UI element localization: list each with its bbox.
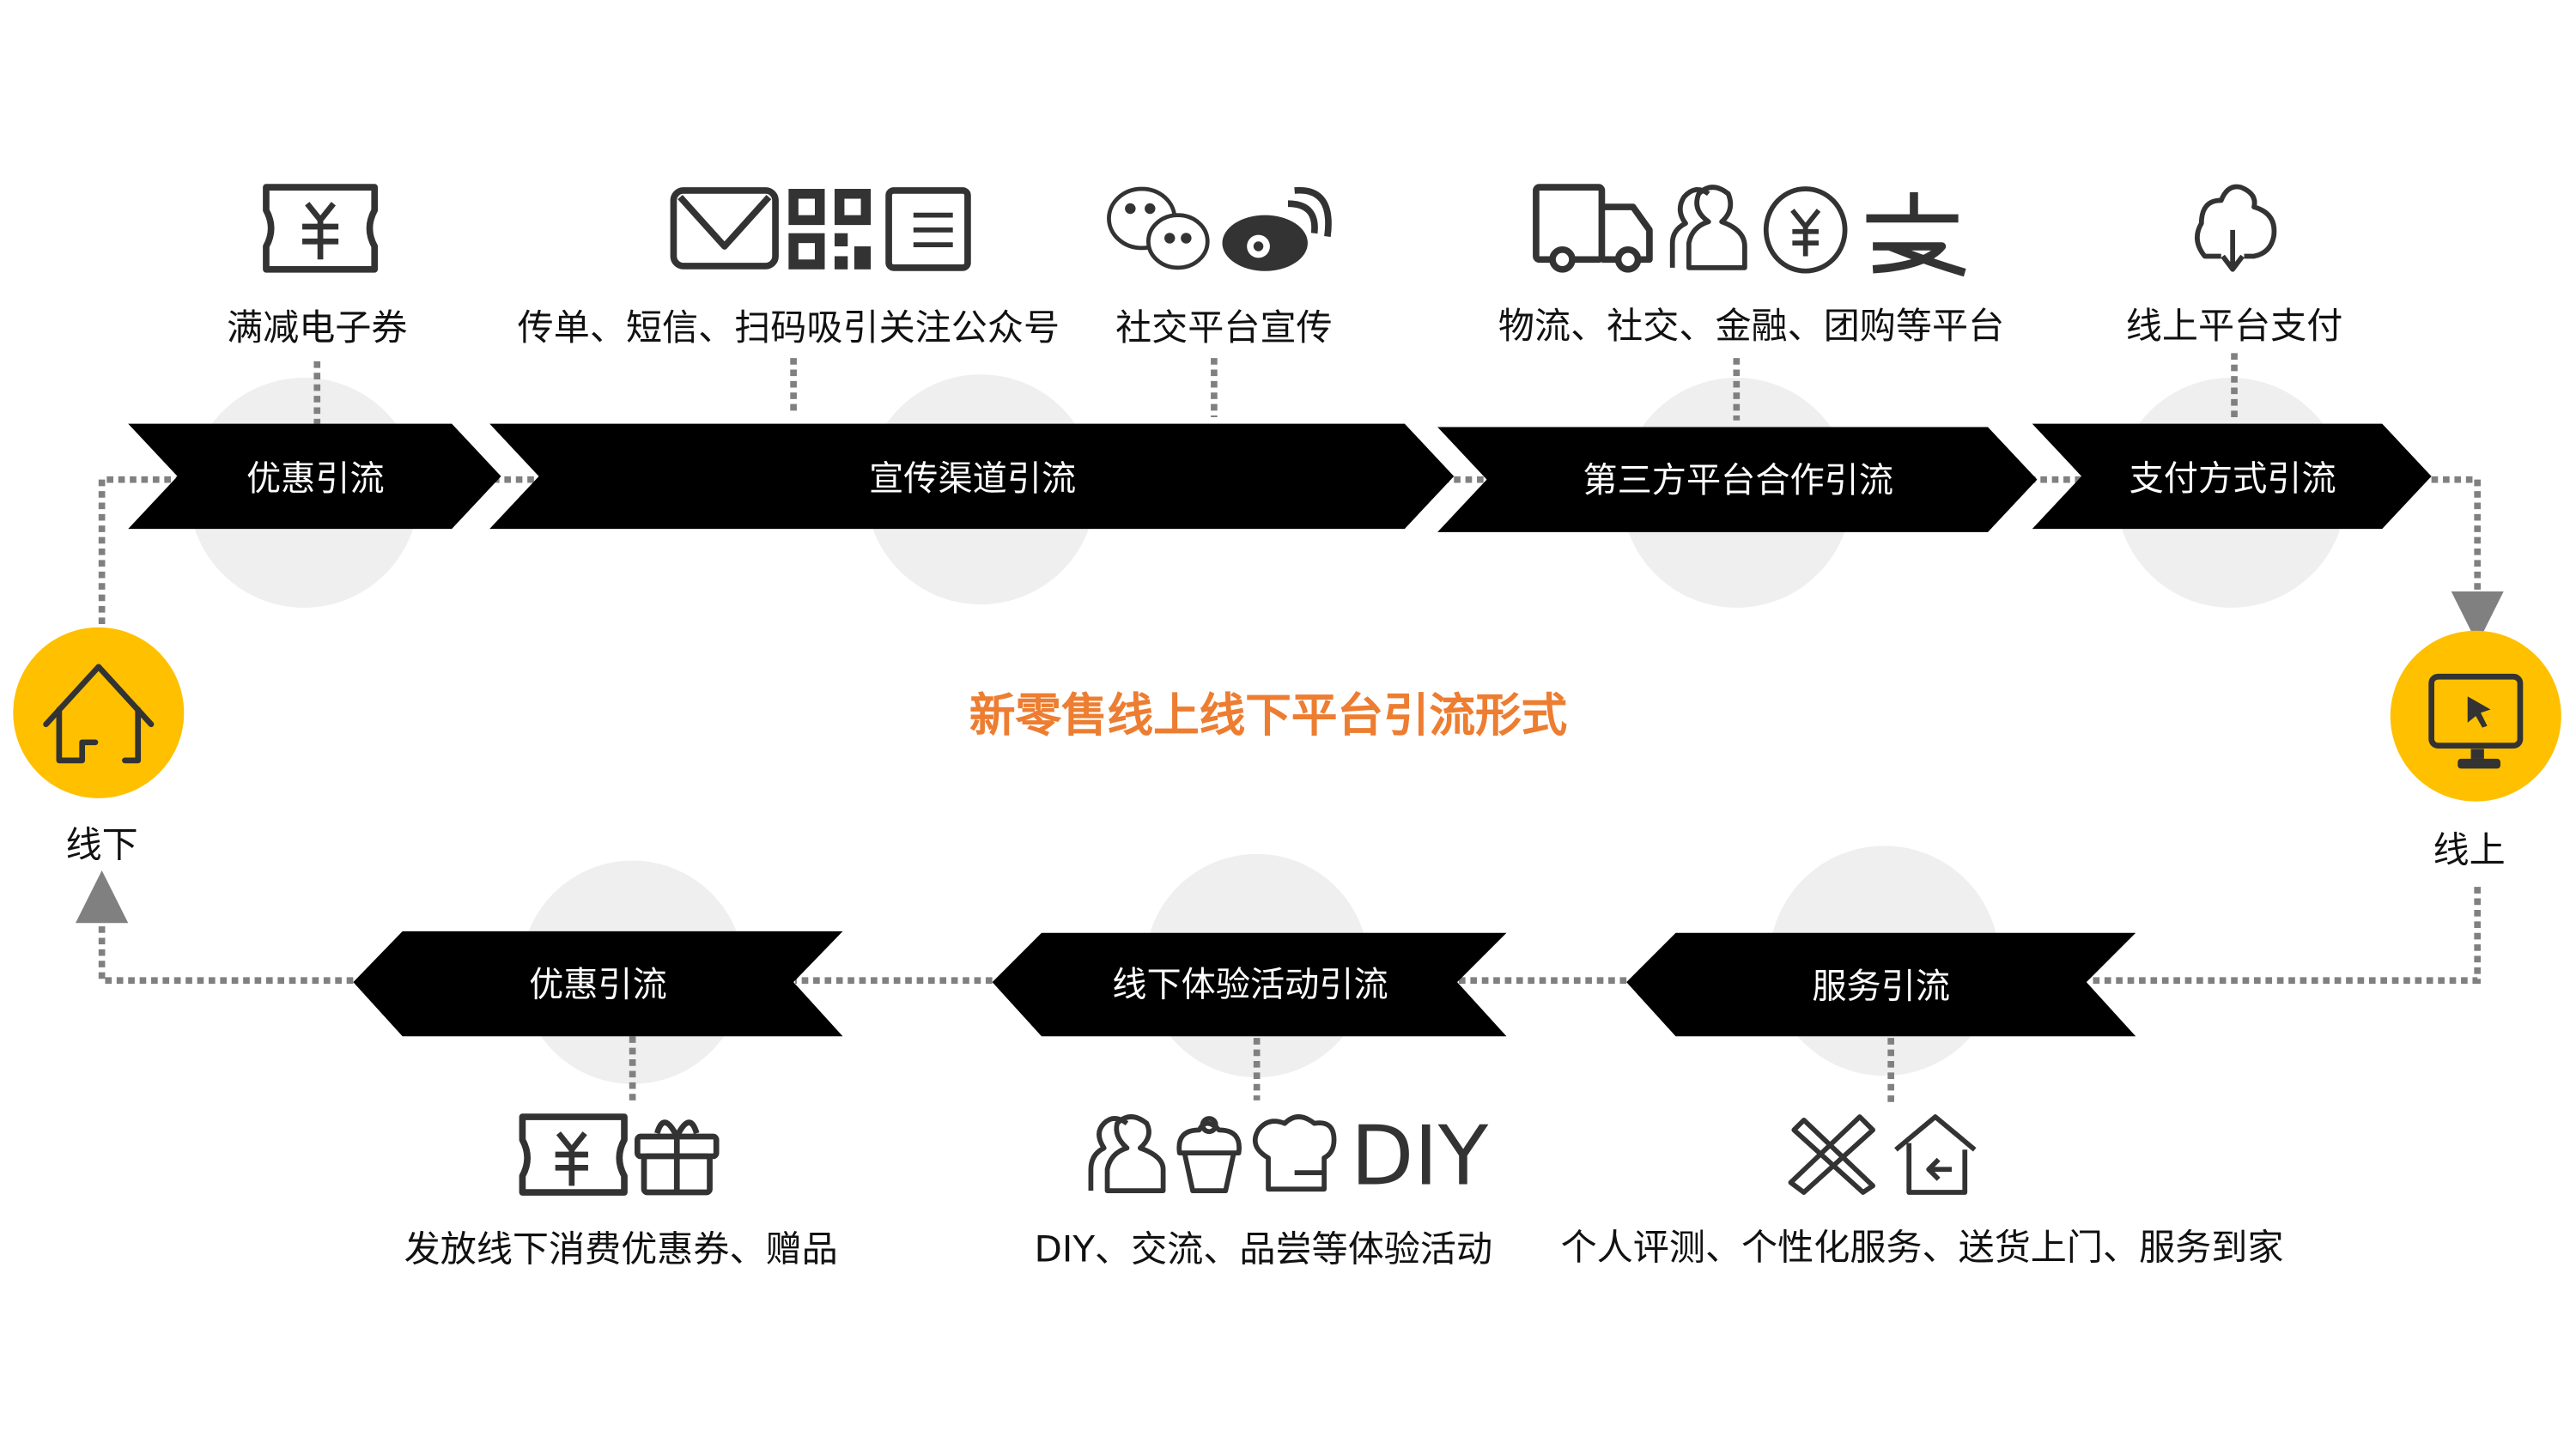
top-step-label: 宣传渠道引流 (869, 458, 1077, 499)
wechat-icon (1107, 186, 1210, 270)
coupon-icon (263, 184, 379, 273)
top-step-desc: 线上平台支付 (2125, 306, 2343, 349)
users-icon (1088, 1114, 1166, 1193)
chevron-top-2 (489, 423, 1455, 530)
qr-code-icon (788, 189, 872, 270)
bottom-step-desc: 个人评测、个性化服务、送货上门、服务到家 (1560, 1228, 2284, 1270)
gift-icon (635, 1119, 720, 1196)
top-step-label: 优惠引流 (246, 458, 385, 499)
diagram-title: 新零售线上线下平台引流形式 (969, 688, 1568, 743)
cupcake-icon (1176, 1116, 1242, 1193)
truck-icon (1533, 184, 1653, 273)
users-icon (1669, 185, 1747, 270)
bottom-step-label: 优惠引流 (529, 965, 667, 1004)
chevron-bottom-2 (992, 932, 1507, 1037)
bottom-step-label: 服务引流 (1812, 966, 1951, 1006)
chevron-top-3 (1437, 427, 2038, 532)
alipay-icon (1866, 191, 1966, 277)
cloud-download-icon (2195, 184, 2277, 272)
chevron-top-4 (2032, 423, 2432, 530)
top-step-label: 支付方式引流 (2129, 458, 2336, 499)
top-step-desc: 满减电子券 (227, 308, 408, 350)
top-step-desc: 传单、短信、扫码吸引关注公众号 (517, 308, 1060, 350)
chevron-top-1 (128, 423, 501, 530)
dotted-connectors (76, 353, 2504, 1106)
house-icon (43, 664, 155, 764)
mail-icon (670, 187, 779, 270)
weibo-icon (1222, 186, 1332, 271)
chef-hat-icon (1252, 1114, 1337, 1192)
home-delivery-icon (1894, 1114, 1977, 1195)
document-icon (885, 187, 971, 271)
offline-circle (13, 627, 185, 798)
monitor-cursor-icon (2428, 673, 2524, 769)
tools-icon (1788, 1114, 1875, 1195)
bottom-step-desc: DIY、交流、品尝等体验活动 (1034, 1230, 1493, 1271)
diy-icon-text: DIY (1350, 1108, 1489, 1204)
top-step-desc: 物流、社交、金融、团购等平台 (1498, 306, 2005, 349)
coupon-icon (519, 1113, 628, 1196)
bottom-step-label: 线下体验活动引流 (1112, 965, 1388, 1004)
chevron-bottom-1 (353, 931, 843, 1037)
bottom-step-desc: 发放线下消费优惠券、赠品 (404, 1230, 838, 1271)
online-label: 线上 (2433, 831, 2506, 872)
top-step-desc: 社交平台宣传 (1115, 308, 1333, 350)
chevron-bottom-3 (1626, 932, 2136, 1037)
offline-label: 线下 (65, 826, 138, 868)
top-step-label: 第三方平台合作引流 (1583, 460, 1894, 500)
yuan-coin-icon (1763, 186, 1848, 274)
